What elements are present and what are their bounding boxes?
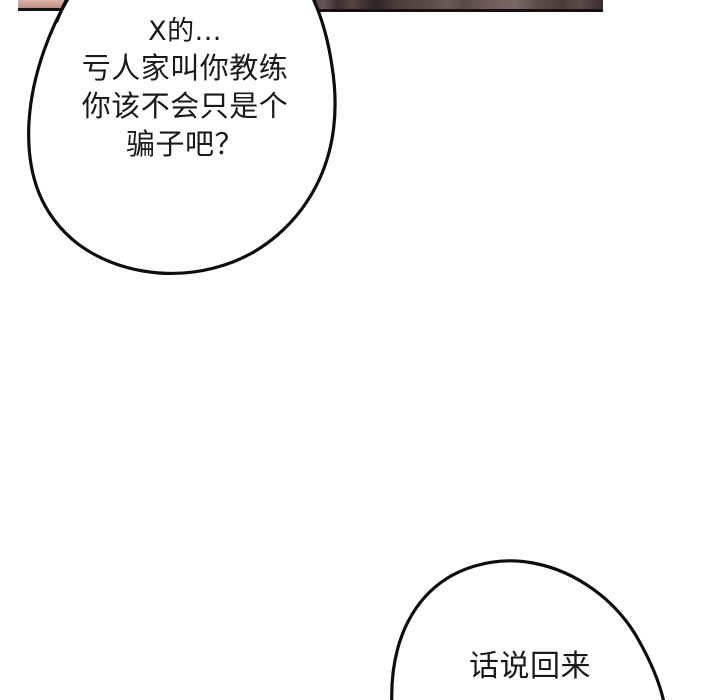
- speech-bubble-bottom-outline: [390, 559, 666, 700]
- speech-bubble-top-text: X的... 亏人家叫你教练 你该不会只是个 骗子吧？: [40, 14, 330, 164]
- dialogue-line: 骗子吧？: [125, 127, 244, 161]
- speech-bubble-top-outline: [27, 0, 337, 275]
- dialogue-line: 亏人家叫你教练: [81, 51, 289, 85]
- previous-panel-fragment-right: [311, 0, 603, 12]
- speech-bubble-top-tail-left: [55, 0, 69, 23]
- dialogue-line: X的...: [148, 16, 222, 47]
- previous-panel-fragment-left: [18, 0, 72, 11]
- dialogue-line: 话说回来: [469, 649, 591, 684]
- dialogue-line: 你该不会只是个: [81, 89, 289, 123]
- speech-bubble-bottom-text: 话说回来: [405, 652, 655, 682]
